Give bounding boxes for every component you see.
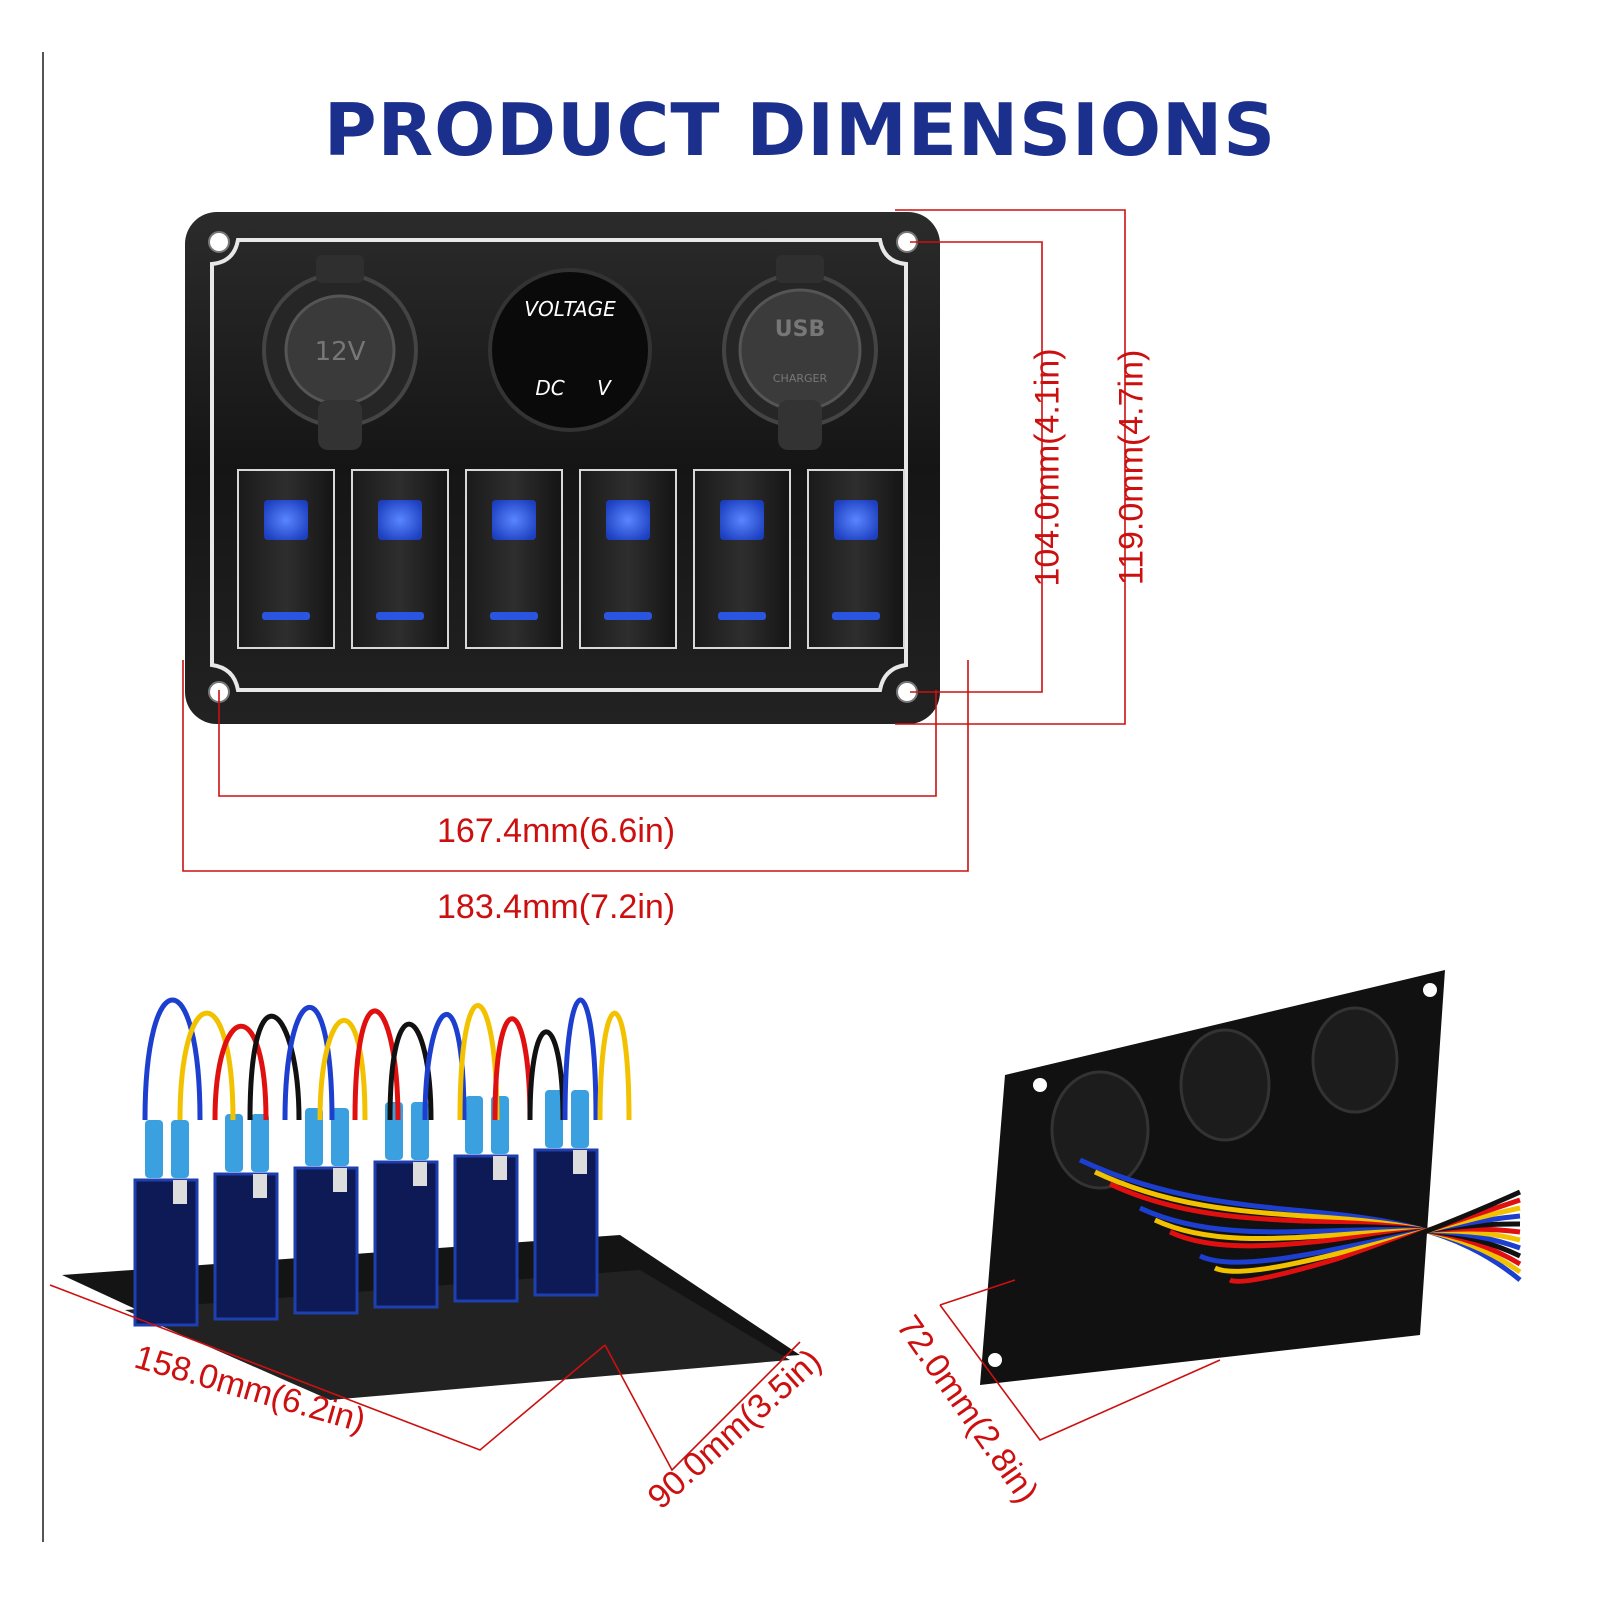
wire-icon xyxy=(527,1029,566,1121)
dimension-lines-top xyxy=(182,209,1126,872)
rocker-switch-back-icon xyxy=(293,1108,359,1315)
wire-icon xyxy=(387,1021,434,1121)
left-border-line xyxy=(42,52,44,1542)
wire-icon xyxy=(1153,1217,1521,1243)
switch-panel-back-wired xyxy=(62,997,800,1400)
usb-label: USB xyxy=(775,317,825,342)
wire-icon xyxy=(1228,1197,1521,1284)
voltmeter-v: V xyxy=(597,376,612,400)
switch-panel-front: 12V VOLTAGE DC V USB CHARGER xyxy=(185,212,940,724)
wire-icon xyxy=(1108,1181,1522,1267)
charger-label: CHARGER xyxy=(773,372,828,385)
voltmeter-dc: DC xyxy=(535,376,564,400)
wire-icon xyxy=(1078,1157,1522,1282)
rocker-switch-icon xyxy=(237,469,335,649)
wire-icon xyxy=(1198,1213,1521,1265)
wire-icon xyxy=(1138,1205,1521,1251)
wire-icon xyxy=(1243,1189,1522,1295)
rocker-switch-back-icon xyxy=(133,1120,199,1327)
rocker-switch-icon xyxy=(807,469,905,649)
wire-icon xyxy=(247,1013,302,1121)
wire-icon xyxy=(1183,1221,1521,1257)
wire-icon xyxy=(352,1008,401,1121)
wire-icon xyxy=(317,1018,368,1121)
page-title: PRODUCT DIMENSIONS xyxy=(323,88,1277,172)
wire-icon xyxy=(1093,1169,1522,1275)
dim-total-height: 119.0mm(4.7in) xyxy=(1112,349,1151,586)
dimension-lines-bottom xyxy=(49,1279,1221,1472)
dim-total-width: 183.4mm(7.2in) xyxy=(437,888,676,926)
rocker-switch-row xyxy=(237,469,905,649)
wire-icon xyxy=(1123,1193,1522,1259)
rocker-switch-icon xyxy=(693,469,791,649)
rocker-switch-back-icon xyxy=(533,1090,599,1297)
wire-icon xyxy=(1213,1205,1521,1274)
voltmeter-title: VOLTAGE xyxy=(524,297,616,321)
switch-panel-side-wired xyxy=(980,970,1522,1385)
voltmeter-icon: VOLTAGE DC V xyxy=(488,268,652,432)
rocker-switch-icon xyxy=(351,469,449,649)
wire-icon xyxy=(492,1016,533,1121)
rocker-switch-back-icon xyxy=(453,1096,519,1303)
rocker-switch-back-icon xyxy=(373,1102,439,1309)
rocker-switch-icon xyxy=(579,469,677,649)
cigarette-socket-icon: 12V xyxy=(262,255,418,450)
socket-12v-label: 12V xyxy=(315,337,366,367)
usb-socket-icon: USB CHARGER xyxy=(722,255,878,450)
dim-hole-width: 167.4mm(6.6in) xyxy=(437,812,676,850)
wire-icon xyxy=(142,997,203,1121)
wire-icon xyxy=(212,1023,269,1121)
dim-hole-height: 104.0mm(4.1in) xyxy=(1028,348,1067,587)
wire-icon xyxy=(282,1004,335,1121)
mount-hole-icon xyxy=(208,231,230,253)
wire-icon xyxy=(597,1010,632,1121)
wire-icon xyxy=(1168,1226,1521,1249)
rocker-switch-back-icon xyxy=(213,1114,279,1321)
wire-icon xyxy=(177,1010,236,1121)
wire-icon xyxy=(562,997,599,1121)
rocker-switch-icon xyxy=(465,469,563,649)
